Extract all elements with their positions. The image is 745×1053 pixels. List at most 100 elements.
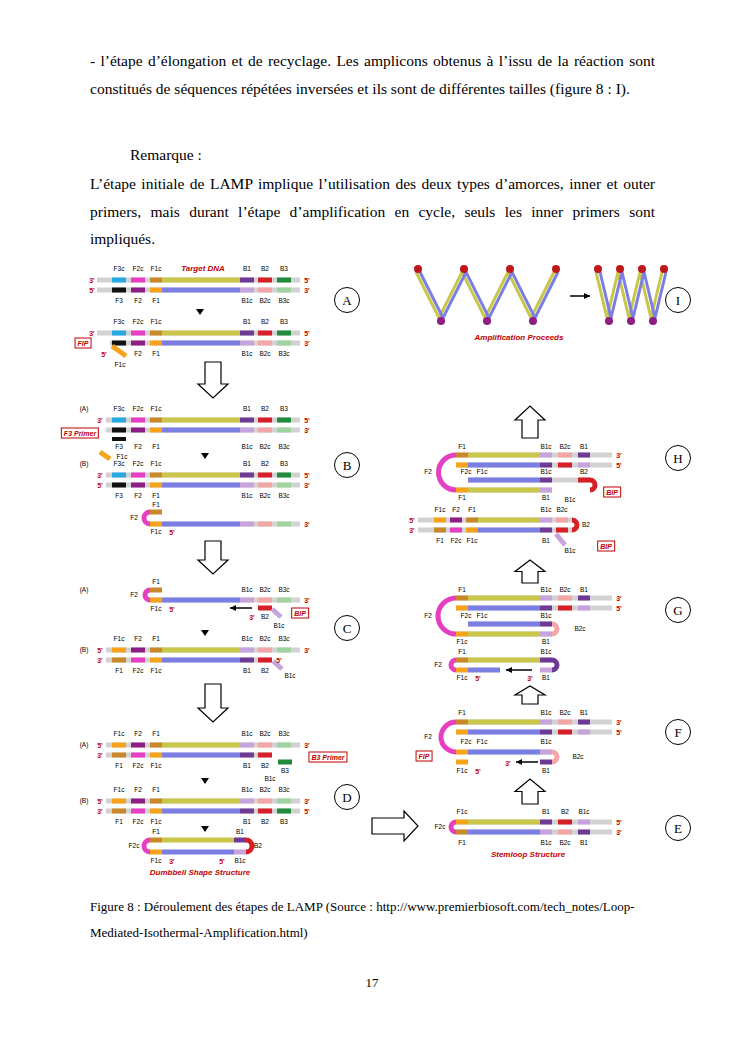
segment-label: F2 — [134, 444, 142, 451]
strand-segment — [277, 331, 291, 336]
strand-segment — [258, 606, 272, 611]
segment-label: F1c — [457, 675, 468, 682]
strand-end-label: 3' — [527, 675, 533, 682]
strand-segment — [162, 799, 240, 804]
segment-label: F1c — [457, 809, 468, 816]
segment-label: B2c — [559, 840, 570, 847]
strand-end-label: 3' — [97, 808, 103, 815]
segment-label: B2c — [259, 731, 270, 738]
segment-label: B1 — [243, 763, 251, 770]
stage-circle: E — [665, 815, 691, 841]
primer-label: FIP — [75, 338, 92, 349]
strand-segment — [162, 428, 240, 433]
strand-segment — [468, 453, 540, 458]
strand-segment — [468, 488, 540, 493]
primer — [100, 452, 110, 459]
strand-segment — [258, 799, 272, 804]
strand-segment — [131, 799, 145, 804]
strand-segment — [106, 753, 272, 758]
amplicon-loop — [638, 265, 646, 273]
segment-label: (B) — [80, 647, 89, 654]
strand-segment — [112, 658, 126, 663]
amplicon-loop — [552, 265, 560, 273]
strand-segment — [258, 809, 272, 814]
strand-segment — [277, 522, 291, 527]
segment-label: F1c — [114, 787, 125, 794]
segment-label: F1 — [152, 829, 160, 836]
strand-end-label: 3' — [304, 798, 310, 805]
segment-label: B2c — [559, 444, 570, 451]
strand-segment — [558, 730, 572, 735]
stage-letter: E — [674, 822, 682, 835]
stage-circle: A — [334, 287, 360, 313]
segment-label: F1c — [151, 606, 162, 613]
strand-segment — [112, 288, 126, 293]
strand-segment — [162, 753, 240, 758]
strand-segment — [240, 428, 254, 433]
segment-label: B3 — [280, 819, 288, 826]
segment-label: F3 — [115, 493, 123, 500]
segment-label: B1c — [241, 298, 252, 305]
segment-label: (A) — [80, 742, 89, 749]
strand-end-label: 3' — [89, 277, 95, 284]
segment-label: B1c — [540, 739, 551, 746]
strand-segment — [106, 648, 300, 653]
amplicon-loop — [660, 265, 668, 273]
strand-segment — [478, 528, 540, 533]
segment-label: F1 — [152, 351, 160, 358]
strand-segment — [131, 648, 145, 653]
stage-letter: A — [342, 294, 351, 307]
segment-label: F2 — [130, 515, 138, 522]
strand-segment — [112, 799, 126, 804]
segment-label: B3c — [278, 493, 289, 500]
strand-segment — [150, 522, 300, 527]
primer-label: BIP — [603, 487, 621, 498]
segment-label: B1c — [234, 858, 245, 865]
segment-label: F2c — [133, 266, 144, 273]
segment-label: B2 — [261, 406, 269, 413]
segment-label: F2c — [133, 406, 144, 413]
strand-segment — [456, 658, 468, 663]
segment-label: F3c — [114, 406, 125, 413]
segment-label: B2 — [580, 469, 588, 476]
segment-label: F1 — [458, 710, 466, 717]
strand-segment — [240, 658, 254, 663]
strand-segment — [540, 622, 552, 627]
strand-segment — [162, 278, 240, 283]
strand-segment — [540, 488, 552, 493]
strand-segment — [150, 743, 162, 748]
stage-title: Amplification Proceeds — [475, 334, 564, 342]
strand-segment — [418, 518, 572, 523]
strand-segment — [131, 743, 145, 748]
strand-segment — [450, 528, 462, 533]
strand-segment — [578, 478, 590, 483]
strand-segment — [112, 418, 126, 423]
strand-segment — [468, 463, 540, 468]
strand-segment — [456, 488, 468, 493]
strand-segment — [106, 473, 300, 478]
strand-end-label: 5' — [409, 517, 415, 524]
strand-segment — [258, 753, 272, 758]
strand-end-label: 5' — [97, 742, 103, 749]
stage-letter: G — [673, 604, 682, 617]
strand-segment — [277, 278, 291, 283]
segment-label: B1 — [243, 819, 251, 826]
segment-label: B2c — [259, 587, 270, 594]
segment-label: B3 — [280, 406, 288, 413]
segment-label: F1c — [114, 636, 125, 643]
strand-segment — [258, 648, 272, 653]
segment-label: B1c — [264, 776, 275, 783]
strand-segment — [162, 483, 240, 488]
segment-label: F1 — [152, 493, 160, 500]
strand-loop — [451, 660, 456, 670]
strand-segment — [240, 288, 254, 293]
strand-segment — [456, 658, 552, 663]
segment-label: F1c — [151, 819, 162, 826]
strand-segment — [150, 473, 162, 478]
strand-end-label: 5' — [89, 287, 95, 294]
segment-label: F2 — [434, 662, 442, 669]
stage-circle: G — [665, 597, 691, 623]
segment-label: F2c — [451, 538, 462, 545]
strand-segment — [240, 598, 254, 603]
strand-segment — [106, 799, 300, 804]
